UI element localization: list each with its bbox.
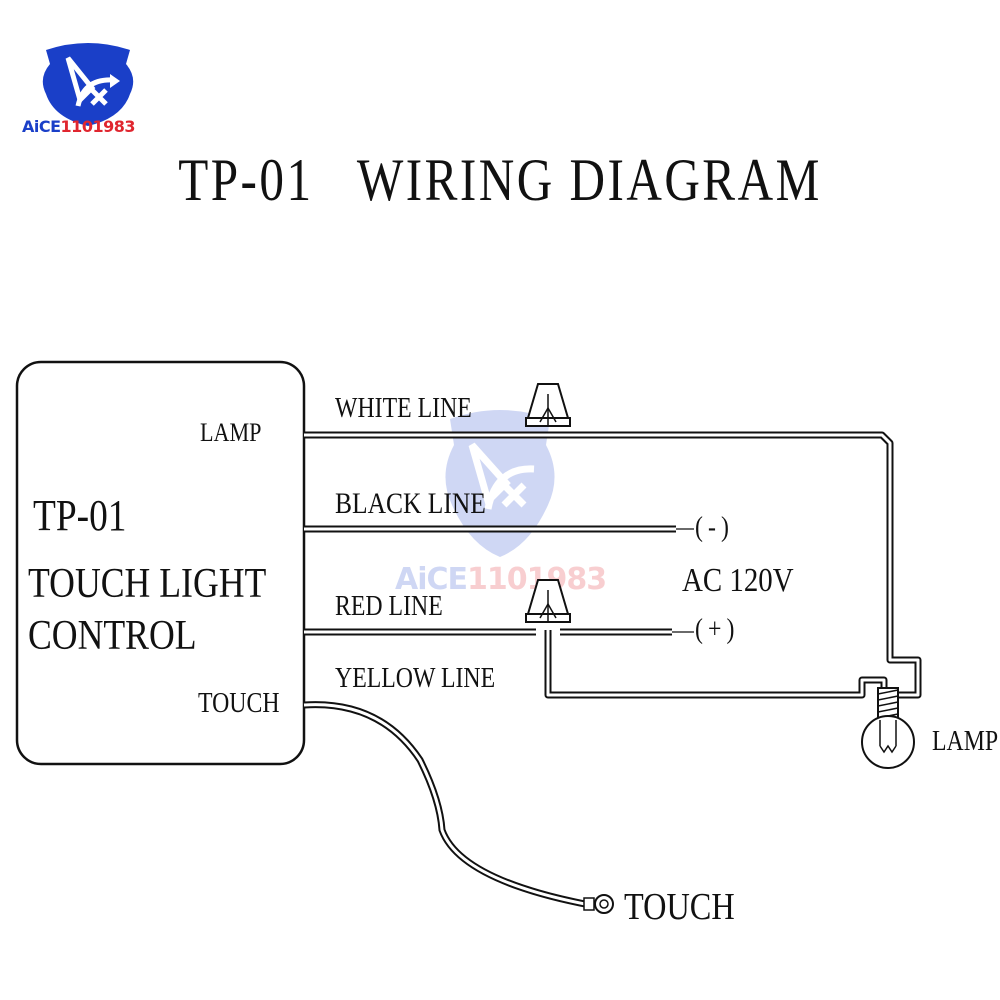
touch-label: TOUCH — [624, 886, 735, 928]
supply-positive-label: (+) — [695, 614, 740, 645]
page-title: TP-01 WIRING DIAGRAM — [178, 147, 822, 213]
yellow-wire — [303, 701, 591, 909]
module-name-line1: TOUCH LIGHT — [28, 561, 267, 607]
control-module-box — [15, 360, 306, 766]
brand-text-red: 1101983 — [60, 117, 136, 136]
wire-nut-red-icon — [525, 579, 571, 623]
lamp-label: LAMP — [932, 726, 999, 757]
ring-terminal-icon — [583, 894, 614, 914]
terminal-label-touch: TOUCH — [198, 688, 280, 719]
supply-negative-label: (-) — [695, 512, 735, 543]
terminal-label-lamp: LAMP — [200, 418, 262, 447]
brand-logo-text: AiCE1101983 — [22, 117, 135, 136]
wire-label-black: BLACK LINE — [335, 487, 486, 520]
module-model: TP-01 — [33, 491, 127, 540]
wire-label-white: WHITE LINE — [335, 393, 472, 424]
wire-label-red: RED LINE — [335, 591, 443, 622]
light-bulb-icon — [861, 687, 915, 769]
brand-logo-icon — [42, 43, 134, 126]
module-name-line2: CONTROL — [28, 613, 197, 659]
brand-text-blue: AiCE — [22, 117, 61, 136]
wire-nut-white-icon — [525, 383, 571, 427]
wire-label-yellow: YELLOW LINE — [335, 663, 496, 694]
supply-voltage-label: AC 120V — [682, 562, 794, 599]
white-wire — [304, 431, 922, 699]
